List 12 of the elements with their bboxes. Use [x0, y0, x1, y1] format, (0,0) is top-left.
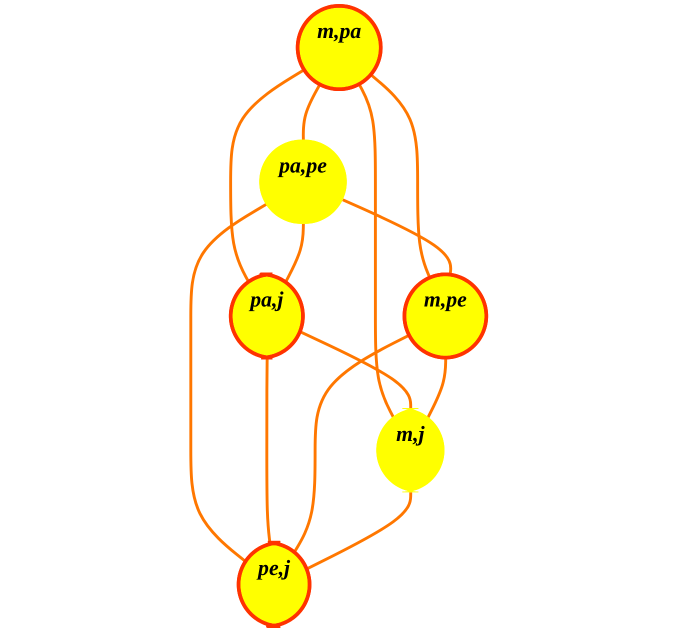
connector [266, 358, 272, 544]
connector [294, 334, 410, 554]
connector [230, 68, 306, 283]
connector [370, 74, 432, 279]
connector [284, 224, 306, 283]
connector [427, 358, 448, 418]
connector [302, 84, 322, 140]
connector [306, 492, 413, 570]
connector [300, 330, 413, 409]
connector [342, 198, 453, 276]
connector [190, 203, 268, 563]
connector [358, 84, 396, 418]
